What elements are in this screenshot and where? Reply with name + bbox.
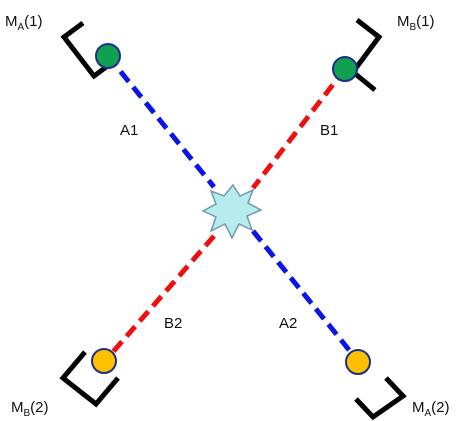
bracket-icon (59, 350, 120, 408)
module-label-a1: MA(1) (5, 13, 43, 33)
beam-b1-line (251, 67, 347, 190)
module-label-a2: MA(2) (412, 399, 450, 419)
module-label-b2: MB(2) (11, 399, 49, 419)
beam-b2-line (103, 234, 216, 363)
starburst-icon (201, 183, 263, 240)
beam-label-b1: B1 (320, 122, 338, 139)
bracket-icon (349, 18, 383, 92)
beam-a2-line (251, 229, 360, 363)
beam-label-b2: B2 (164, 315, 182, 332)
circle-icon (95, 43, 121, 69)
bracket-icon (60, 20, 115, 80)
circle-icon (332, 56, 358, 82)
beam-a1-line (106, 54, 216, 189)
beam-label-a1: A1 (120, 122, 138, 139)
beam-label-a2: A2 (279, 315, 297, 332)
bracket-icon (354, 376, 407, 421)
circle-icon (345, 349, 371, 375)
module-label-b1: MB(1) (397, 13, 435, 33)
circle-icon (91, 348, 117, 374)
